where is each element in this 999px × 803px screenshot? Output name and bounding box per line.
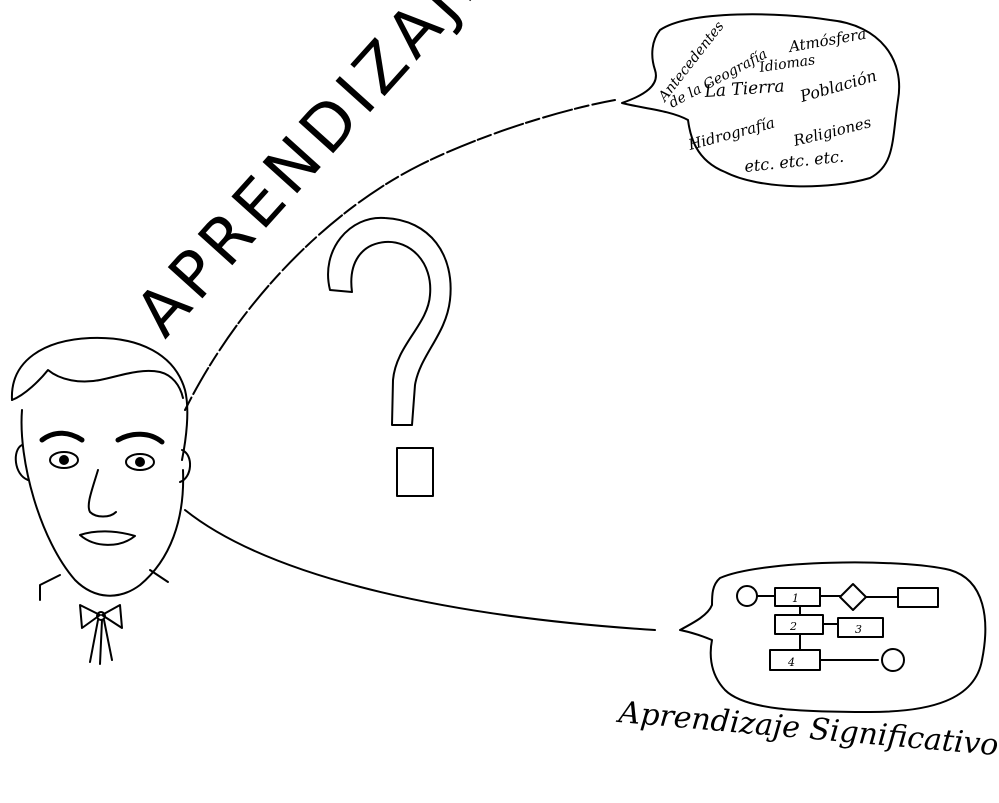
- student-face-drawing: [10, 336, 191, 665]
- topic-la-tierra: La Tierra: [703, 76, 785, 102]
- topic-hidrografia: Hidrografía: [685, 114, 776, 155]
- concept-map: 1 2 3 4: [736, 583, 939, 672]
- concept-map-bubble: [679, 561, 987, 713]
- topic-religiones: Religiones: [791, 113, 874, 150]
- start-node: [736, 585, 758, 607]
- box-label-3: 3: [855, 623, 862, 636]
- process-box-3: [837, 617, 884, 638]
- box-label-2: 2: [789, 620, 797, 633]
- process-box-end: [897, 587, 939, 608]
- question-mark: [327, 216, 452, 497]
- end-node: [881, 648, 905, 672]
- upper-connector-line: [184, 99, 616, 411]
- topic-idiomas: Idiomas: [757, 52, 816, 76]
- box-label-1: 1: [792, 592, 799, 605]
- box-label-4: 4: [787, 656, 795, 669]
- topics-text: Antecedentes de la Geografía Atmósfera I…: [654, 19, 878, 176]
- process-box-2: [774, 614, 824, 635]
- topic-poblacion: Población: [797, 66, 879, 106]
- decision-node: [839, 583, 867, 611]
- bottom-caption: Aprendizaje Significativo: [614, 695, 999, 763]
- lower-connector-line: [184, 509, 656, 631]
- topic-atmosfera: Atmósfera: [786, 25, 868, 57]
- process-box-4: [769, 649, 821, 671]
- topics-bubble: [621, 13, 901, 188]
- question-mark-label: ?: [0, 0, 1, 1]
- topic-etc: etc. etc. etc.: [743, 147, 844, 176]
